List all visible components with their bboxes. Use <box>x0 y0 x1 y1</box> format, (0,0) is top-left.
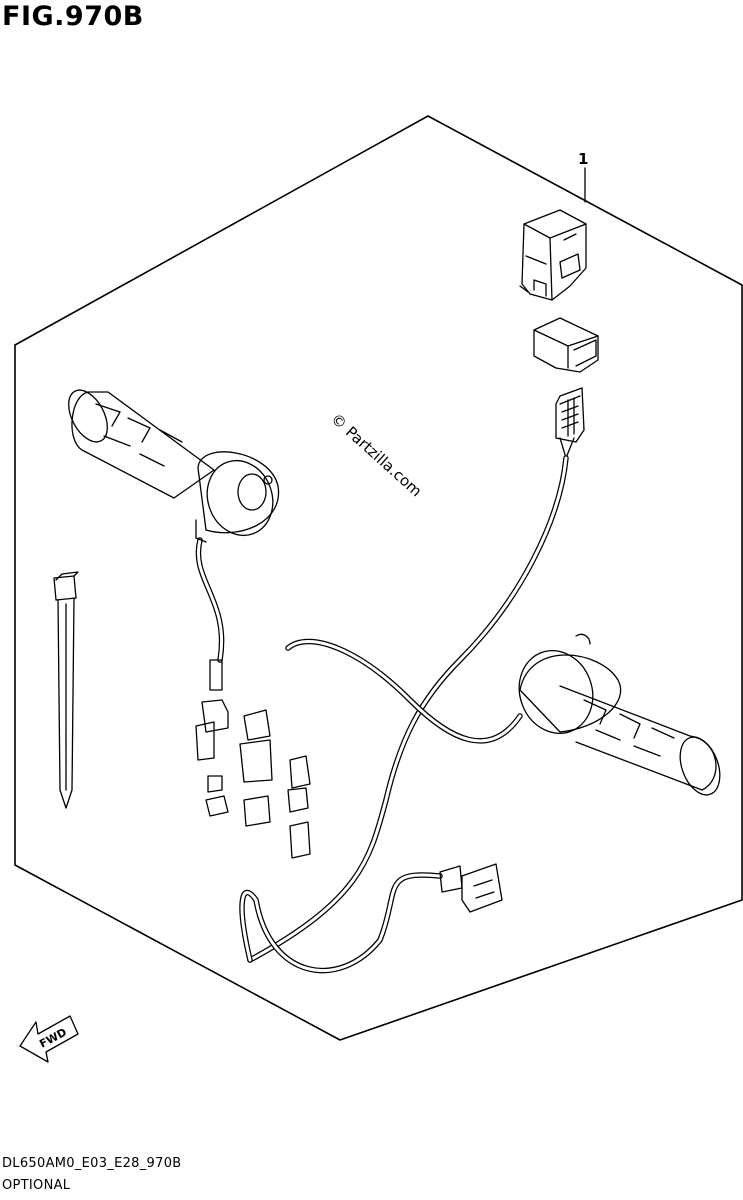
left-heated-grip <box>68 389 280 543</box>
switch-housing <box>519 209 587 301</box>
watermark: © Partzilla.com <box>327 410 425 501</box>
harness-connector-top <box>555 387 585 459</box>
figure-code: DL650AM0_E03_E28_970B <box>2 1156 182 1171</box>
figure-title: FIG.970B <box>2 1 144 32</box>
cable-tie <box>53 571 79 809</box>
right-heated-grip <box>518 633 721 796</box>
kit-boundary <box>14 115 743 1041</box>
switch-body <box>533 317 599 373</box>
harness-wires <box>195 455 569 974</box>
forward-label: FWD <box>37 1026 69 1051</box>
left-grip-connectors <box>195 659 311 859</box>
harness-connector-bottom <box>439 863 503 913</box>
part-callout-1: 1 <box>578 150 588 168</box>
figure-label: OPTIONAL <box>2 1178 71 1193</box>
forward-arrow <box>19 1015 79 1063</box>
